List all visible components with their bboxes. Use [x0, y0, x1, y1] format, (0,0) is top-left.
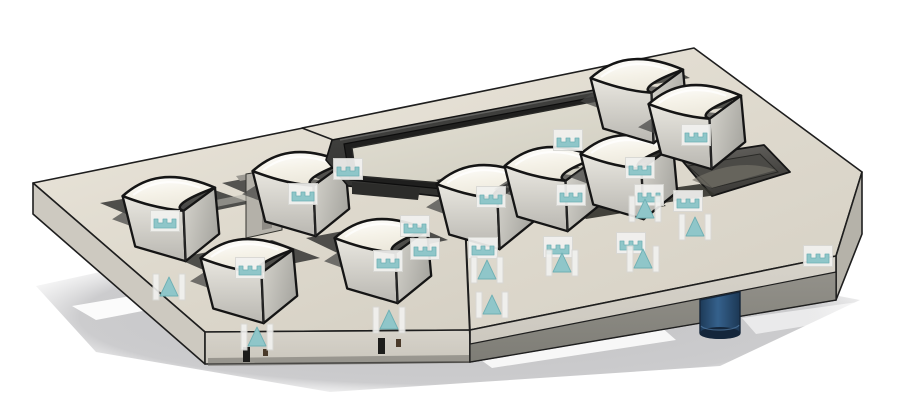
alignment-pins: [243, 338, 401, 362]
rubber-foot[interactable]: [699, 291, 741, 339]
